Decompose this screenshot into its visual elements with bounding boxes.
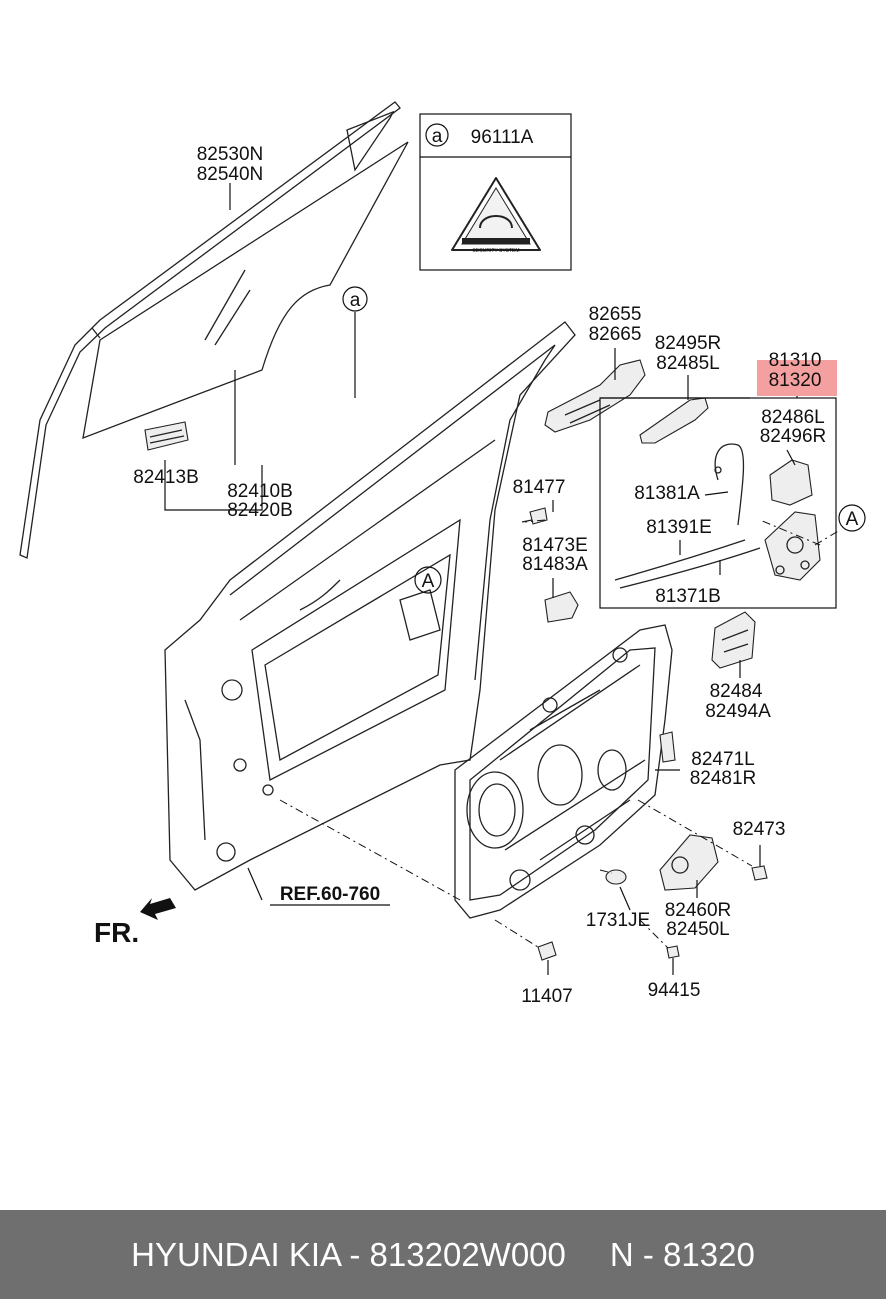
label-82473: 82473 — [733, 819, 786, 840]
label-81320: 81320 — [769, 370, 822, 391]
label-82413b: 82413B — [133, 467, 199, 488]
inside-handle-bracket — [544, 359, 646, 433]
label-82485l: 82485L — [656, 353, 719, 374]
callout-a-glass: a — [342, 286, 368, 312]
label-81477: 81477 — [513, 477, 566, 498]
door-module-panel — [454, 624, 676, 919]
label-81371b: 81371B — [655, 586, 721, 607]
outside-handle — [544, 591, 579, 623]
label-82471l: 82471L — [691, 749, 754, 770]
footer-alt-part: N - 81320 — [609, 1235, 755, 1273]
front-label: FR. — [94, 917, 139, 948]
door-frame — [164, 321, 576, 891]
svg-text:A: A — [422, 571, 435, 592]
legend-part-number: 96111A — [471, 127, 534, 148]
legend-circle-letter: a — [432, 126, 443, 147]
front-arrow: FR. — [94, 898, 176, 948]
exploded-parts-diagram: a 96111A SECURITY SYSTEM a A A 82530N 82… — [19, 101, 866, 1007]
label-11407: 11407 — [521, 986, 572, 1007]
emblem-text: SECURITY SYSTEM — [472, 248, 519, 254]
part-labels: 82530N 82540N 82655 82665 82495R 82485L … — [133, 144, 826, 1007]
door-hinge — [711, 611, 756, 669]
highlight-81320 — [757, 360, 837, 396]
glass-clip — [144, 421, 189, 451]
footer-bar: HYUNDAI KIA - 813202W000 N - 81320 — [0, 1210, 886, 1299]
legend-box: a 96111A SECURITY SYSTEM — [419, 113, 572, 271]
latch-group-box — [599, 397, 841, 609]
label-82540n: 82540N — [197, 164, 264, 185]
label-82486l: 82486L — [761, 407, 824, 428]
label-ref: REF.60-760 — [280, 884, 380, 905]
screw-82473 — [751, 865, 768, 881]
assembly-lines — [279, 519, 821, 949]
label-82481r: 82481R — [690, 768, 757, 789]
label-82494a: 82494A — [705, 701, 771, 722]
glass-run-channel — [19, 101, 401, 559]
callout-A-door: A — [414, 566, 442, 594]
security-emblem: SECURITY SYSTEM — [451, 177, 541, 254]
bolt-11407 — [537, 941, 557, 961]
label-82530n: 82530N — [197, 144, 264, 165]
label-81310: 81310 — [769, 350, 822, 371]
label-82420b: 82420B — [227, 500, 293, 521]
label-1731je: 1731JE — [586, 910, 650, 931]
label-82484: 82484 — [710, 681, 763, 702]
label-81483a: 81483A — [522, 554, 588, 575]
label-82665: 82665 — [589, 324, 642, 345]
label-94415: 94415 — [648, 980, 701, 1001]
callout-A-latch: A — [838, 504, 866, 532]
door-rod — [639, 397, 709, 444]
window-motor — [659, 834, 719, 891]
plug-1731je — [605, 869, 627, 885]
label-81391e: 81391E — [646, 517, 712, 538]
label-81473e: 81473E — [522, 535, 588, 556]
label-82655: 82655 — [589, 304, 642, 325]
svg-text:A: A — [846, 509, 859, 530]
label-81381a: 81381A — [634, 483, 700, 504]
label-82410b: 82410B — [227, 481, 293, 502]
svg-text:a: a — [350, 290, 361, 311]
bolt-94415 — [666, 945, 680, 959]
label-82460r: 82460R — [665, 900, 732, 921]
label-82496r: 82496R — [760, 426, 827, 447]
door-glass — [82, 110, 409, 440]
label-82450l: 82450L — [666, 919, 729, 940]
footer-brand-part: HYUNDAI KIA - 813202W000 — [131, 1235, 566, 1273]
label-82495r: 82495R — [655, 333, 722, 354]
